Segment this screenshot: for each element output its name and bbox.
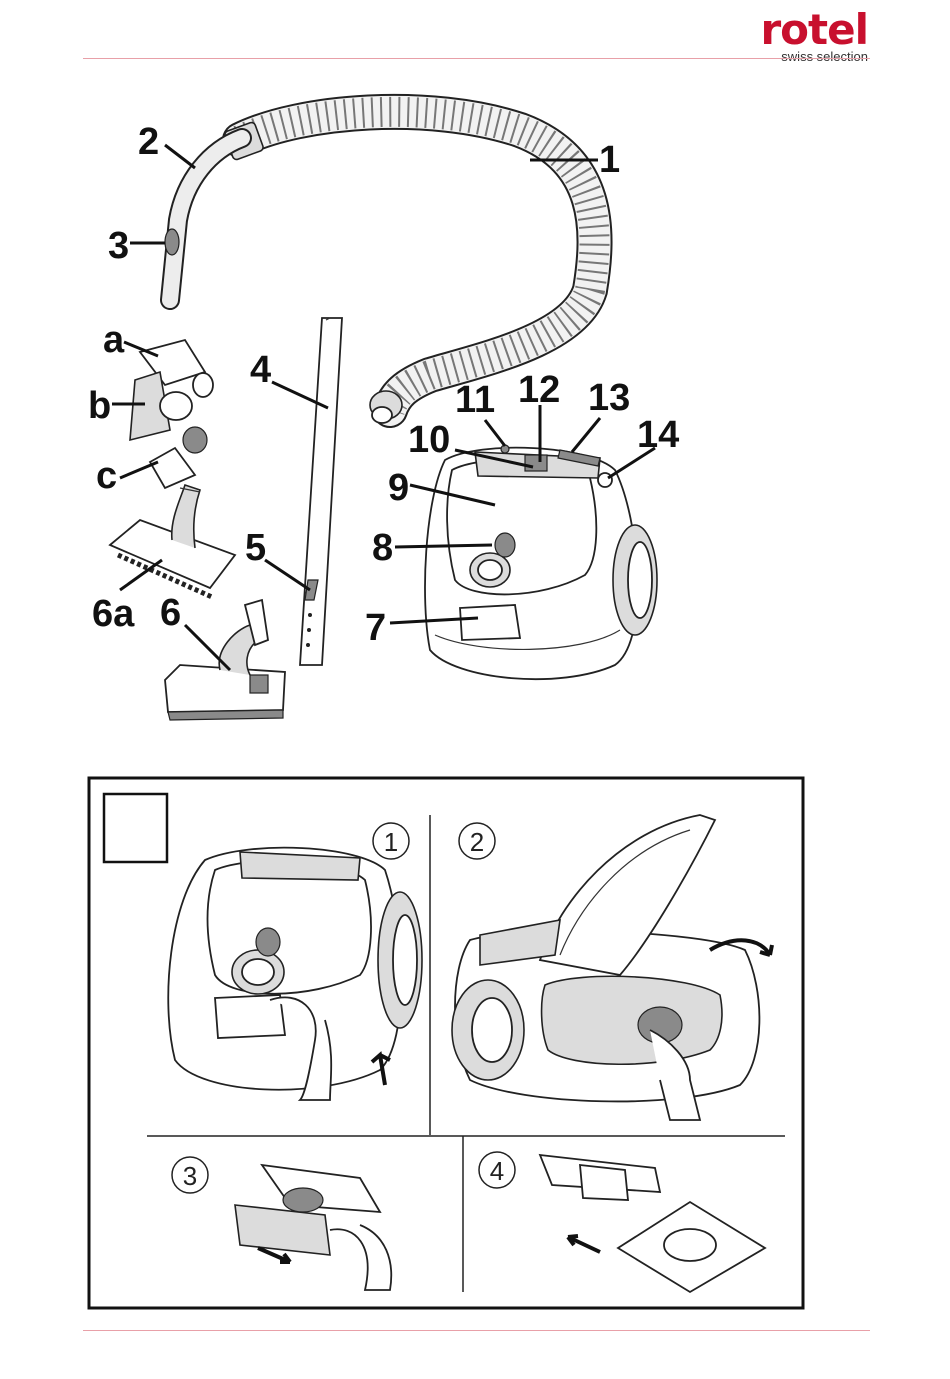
step-3-illustration	[235, 1165, 391, 1290]
step-1-illustration	[168, 848, 422, 1100]
callout-14: 14	[637, 414, 679, 456]
parquet-nozzle-illustration	[110, 485, 235, 597]
callout-6a: 6a	[92, 593, 135, 635]
callout-b: b	[88, 385, 111, 427]
callout-5: 5	[245, 527, 266, 569]
step-1-number: 1	[384, 827, 398, 857]
step-4-number: 4	[490, 1156, 504, 1186]
callout-2: 2	[138, 121, 159, 163]
callout-10: 10	[408, 419, 450, 461]
callout-3: 3	[108, 225, 129, 267]
vacuum-body-illustration	[425, 445, 657, 679]
step-3-badge: 3	[172, 1157, 208, 1193]
callout-9: 9	[388, 467, 409, 509]
bag-replacement-panel: 1 2 3 4	[89, 778, 803, 1308]
callout-7: 7	[365, 607, 386, 649]
callout-a: a	[103, 319, 125, 361]
callout-c: c	[96, 455, 117, 497]
step-4-badge: 4	[479, 1152, 515, 1188]
hose-handle-illustration	[165, 138, 242, 300]
callout-13: 13	[588, 377, 630, 419]
step-3-number: 3	[183, 1161, 197, 1191]
floor-nozzle-illustration	[165, 600, 285, 720]
upholstery-nozzle-illustration	[130, 372, 192, 440]
step-2-number: 2	[470, 827, 484, 857]
callout-6: 6	[160, 592, 181, 634]
procedure-marker-box	[104, 794, 167, 862]
step-4-illustration	[540, 1155, 765, 1292]
callout-11: 11	[455, 379, 495, 421]
step-1-badge: 1	[373, 823, 409, 859]
brush-nozzle-illustration	[150, 427, 207, 488]
callout-8: 8	[372, 527, 393, 569]
telescopic-tube-illustration	[300, 318, 342, 665]
callout-1: 1	[599, 139, 620, 181]
step-2-badge: 2	[459, 823, 495, 859]
callout-4: 4	[250, 349, 271, 391]
callout-12: 12	[518, 369, 560, 411]
footer-rule	[83, 1330, 870, 1331]
step-2-illustration	[452, 815, 772, 1120]
parts-diagram: 1 2 3 a b c 4 5 6a 6 7 8 9 10 11 12 13 1…	[88, 112, 679, 720]
